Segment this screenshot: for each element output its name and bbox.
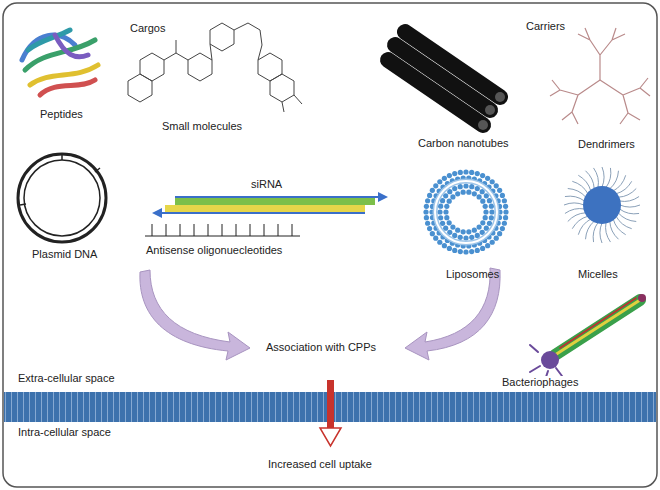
curved-arrow (405, 268, 500, 360)
text-label: Dendrimers (578, 138, 635, 151)
carbon-nanotubes (388, 32, 505, 130)
plasmid-dna (18, 154, 106, 242)
liposome (423, 169, 508, 254)
text-label: Carriers (526, 20, 565, 33)
text-label: Small molecules (162, 120, 242, 133)
antisense-oligonucleotide (145, 224, 300, 236)
text-label: Antisense oligonuecleotides (146, 244, 282, 257)
text-label: Bacteriophages (500, 376, 580, 389)
dendrimer (550, 28, 650, 124)
text-label: Peptides (40, 108, 83, 121)
frame (3, 3, 657, 487)
sirna-duplex (152, 192, 388, 218)
text-label: Carbon nanotubes (418, 137, 509, 150)
small-molecule (128, 23, 302, 112)
text-label: Cargos (130, 22, 165, 35)
text-label: Extra-cellular space (18, 372, 115, 385)
text-label: Plasmid DNA (32, 248, 97, 261)
text-label: Micelles (578, 268, 618, 281)
text-label: Intra-cellular space (18, 426, 111, 439)
text-label: siRNA (251, 178, 282, 191)
text-label: Association with CPPs (266, 341, 376, 354)
peptide-structure (22, 30, 98, 95)
micelle (564, 167, 640, 243)
curved-arrow (140, 270, 250, 360)
text-label: Increased cell uptake (268, 458, 372, 471)
uptake-arrow (320, 380, 341, 446)
text-label: Liposomes (446, 268, 499, 281)
bacteriophage (530, 294, 646, 380)
